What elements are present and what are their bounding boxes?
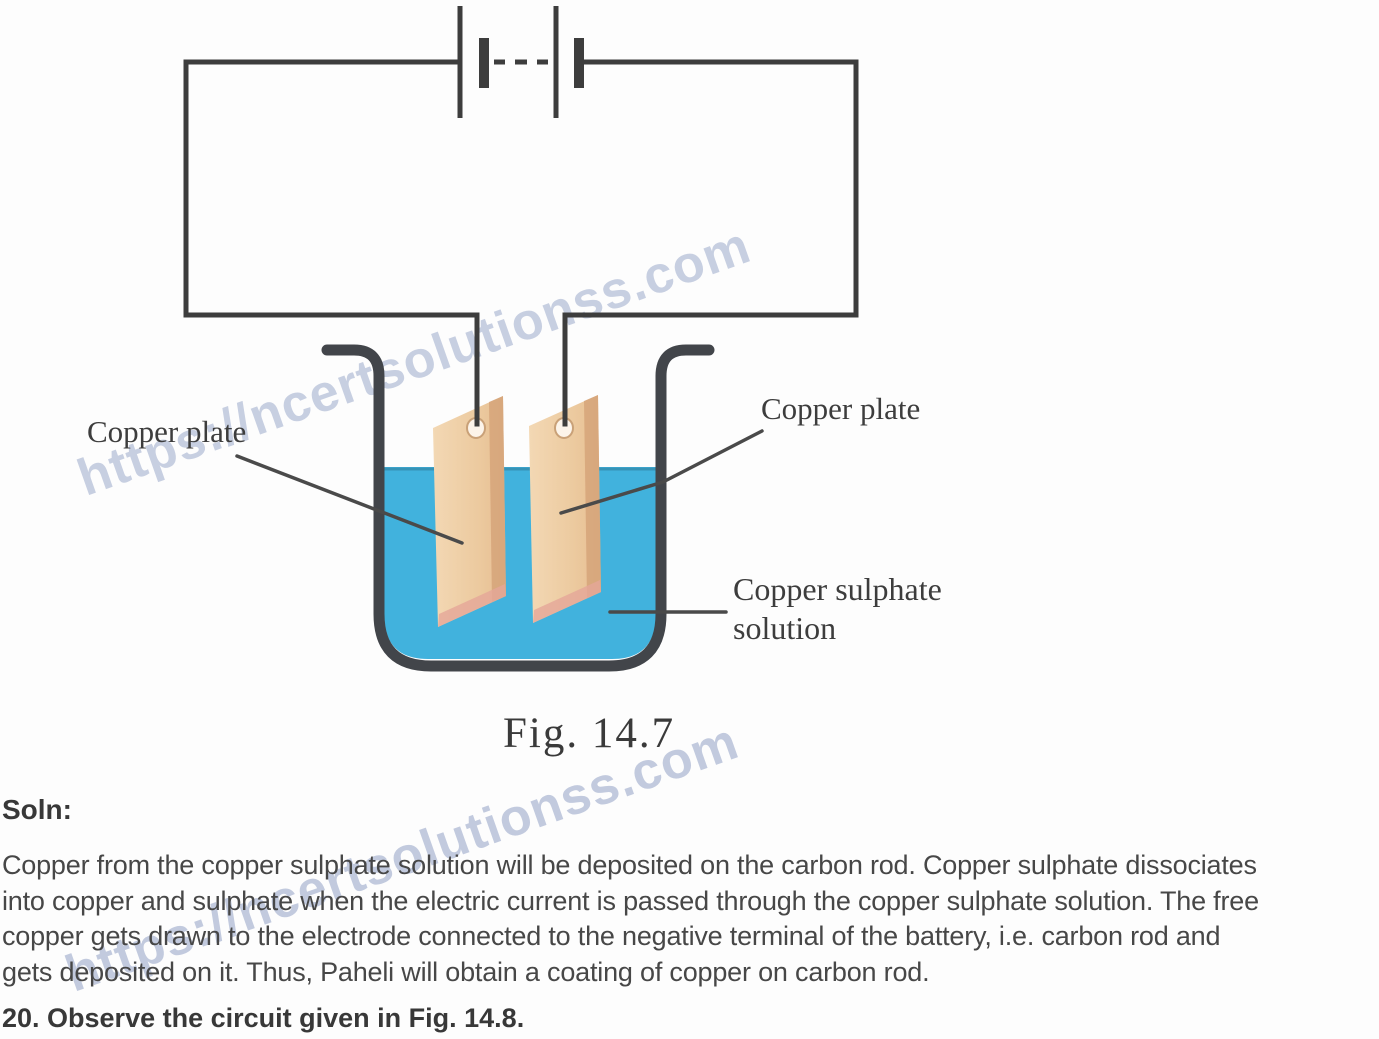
battery-symbol [457, 6, 584, 118]
label-solution-line1: Copper sulphate [733, 571, 942, 607]
label-solution-line2: solution [733, 610, 837, 646]
solution-paragraph: Copper from the copper sulphate solution… [2, 848, 1259, 990]
label-copper-sulphate-solution: Copper sulphate solution [733, 570, 942, 648]
copper-plate-right [529, 395, 601, 623]
leader-line-left-plate [235, 454, 464, 545]
copper-plate-right-bottom-shade [533, 580, 601, 623]
label-copper-plate-left: Copper plate [87, 414, 247, 449]
figure-caption: Fig. 14.7 [503, 710, 676, 757]
circuit-wire-right [562, 59, 859, 427]
leader-line-right-plate [559, 429, 764, 515]
solution-paragraph-line3: copper gets drawn to the electrode conne… [2, 921, 1221, 951]
beaker-outline [321, 344, 715, 672]
solution-paragraph-line4: gets deposited on it. Thus, Paheli will … [2, 956, 930, 987]
copper-plate-right-edge-shade [584, 395, 601, 598]
copper-plate-left-bottom-shade [438, 584, 506, 627]
next-question-heading: 20. Observe the circuit given in Fig. 14… [2, 1003, 525, 1033]
solution-heading: Soln: [2, 794, 72, 825]
label-copper-plate-right: Copper plate [761, 391, 921, 426]
circuit-wire-left [183, 59, 480, 427]
copper-plate-left [433, 396, 506, 627]
copper-plate-left-edge-shade [489, 396, 506, 602]
solution-paragraph-line2: into copper and sulphate when the electr… [2, 885, 1259, 916]
solution-paragraph-line1: Copper from the copper sulphate solution… [2, 850, 1257, 880]
